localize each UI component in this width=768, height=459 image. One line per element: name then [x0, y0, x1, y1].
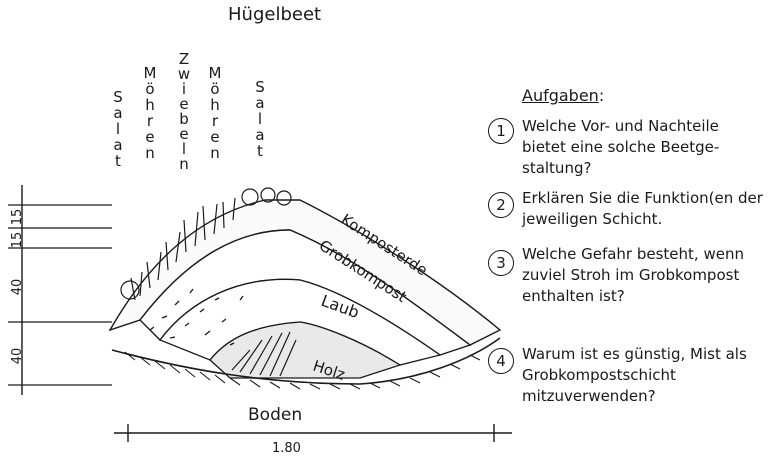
ground-hatching [124, 351, 481, 390]
task-number-3: 3 [488, 250, 514, 276]
plant-label-moehren-left: Möhren [141, 64, 159, 160]
height-label-2: 15 [10, 232, 25, 249]
tasks-heading: Aufgaben: [522, 86, 604, 105]
wood-hatching [231, 331, 297, 377]
ground-label: Boden [248, 405, 302, 425]
compost-texture [149, 288, 244, 346]
height-label-4: 40 [10, 348, 25, 365]
layer-holz [209, 321, 402, 379]
plant-label-zwiebeln: Zwiebeln [175, 50, 193, 170]
task-4-text: Warum ist es günstig, Mist als Grobkompo… [522, 345, 747, 405]
task-number-1: 1 [488, 118, 514, 144]
page-title: Hügelbeet [228, 4, 322, 25]
plant-label-salat-right: Salat [251, 78, 269, 158]
width-label: 1.80 [272, 441, 301, 456]
task-number-2: 2 [488, 192, 514, 218]
height-label-1: 15 [10, 209, 25, 226]
height-label-3: 40 [10, 279, 25, 296]
plant-label-moehren-right: Möhren [206, 64, 224, 160]
tasks-heading-colon: : [598, 86, 605, 105]
task-2-text: Erklären Sie die Funktion(en der jeweili… [522, 189, 763, 228]
plant-label-salat-left: Salat [109, 88, 127, 168]
task-3-text: Welche Gefahr besteht, wenn zuviel Stroh… [522, 245, 744, 305]
task-number-4: 4 [488, 348, 514, 374]
plant-sprouts [120, 187, 292, 301]
tasks-heading-text: Aufgaben [522, 86, 599, 105]
task-1-text: Welche Vor- und Nachteile bietet eine so… [522, 117, 720, 177]
